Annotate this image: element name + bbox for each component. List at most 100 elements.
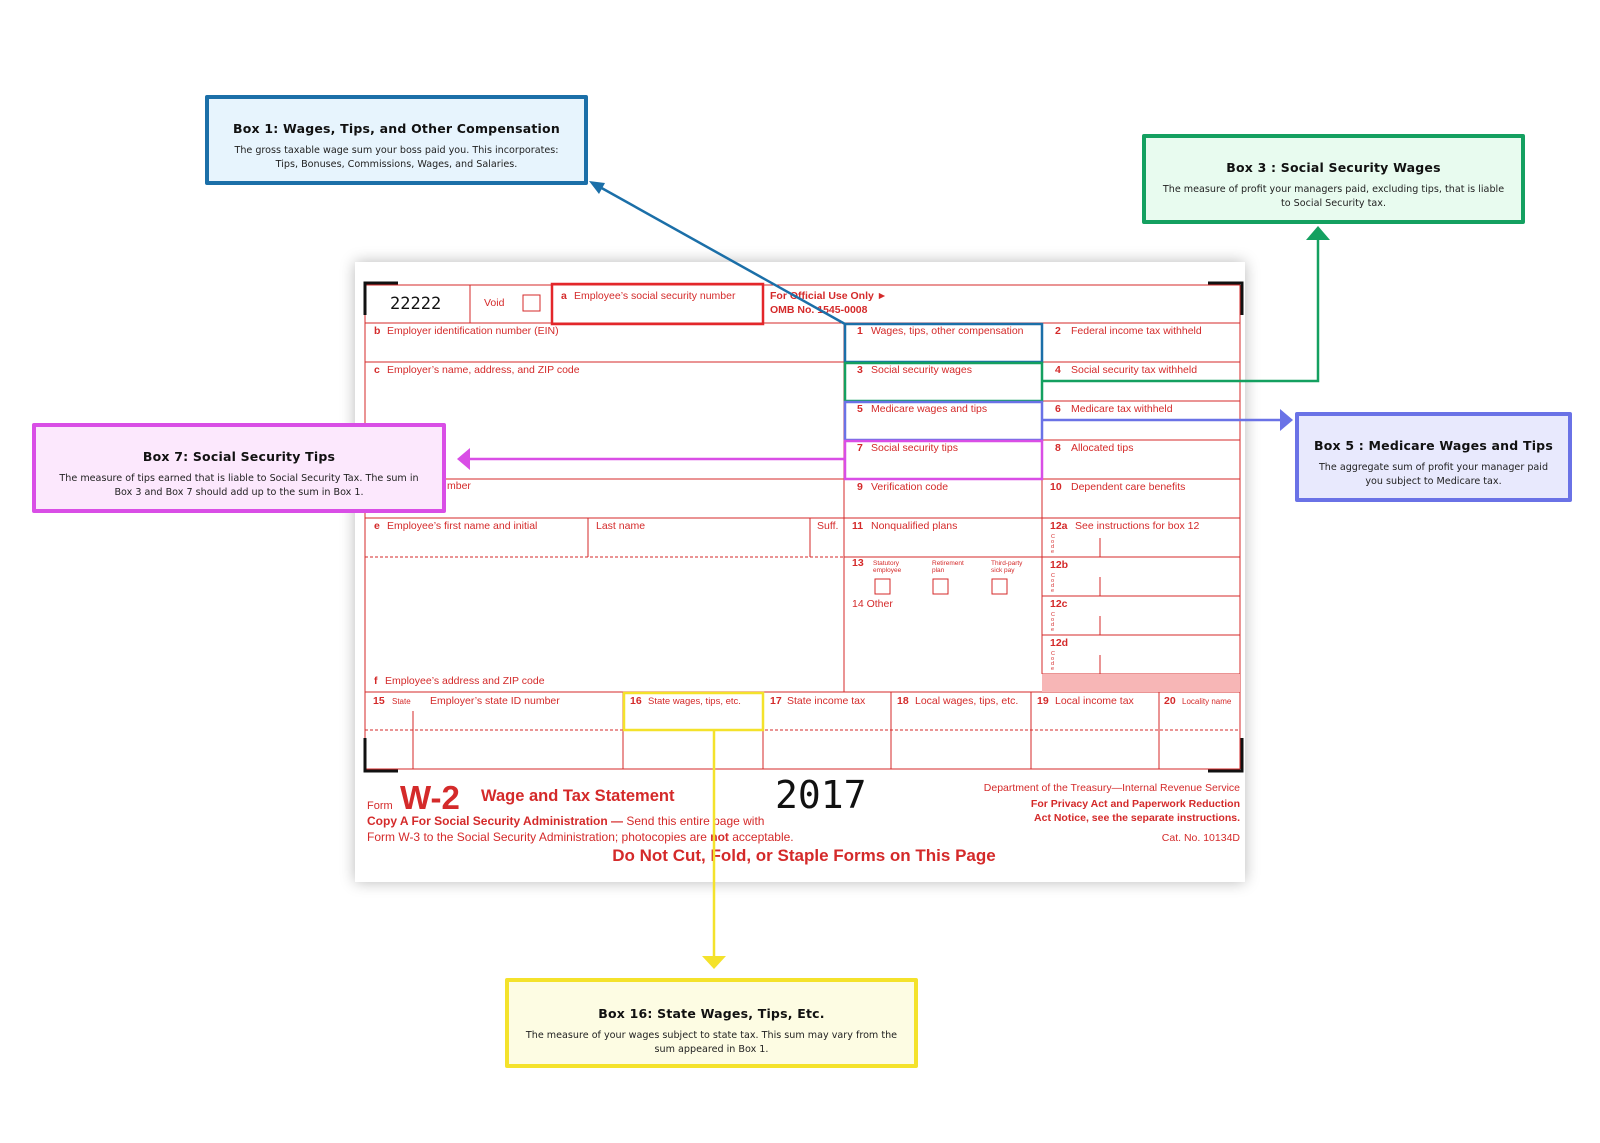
privacy-notice-2: Act Notice, see the separate instruction… <box>1034 812 1240 824</box>
svg-text:d: d <box>1051 622 1054 628</box>
svg-text:e: e <box>1051 666 1054 672</box>
box16-highlight <box>622 691 765 732</box>
callout-box7-desc: The measure of tips earned that is liabl… <box>59 473 419 498</box>
box3-label: Social security wages <box>871 364 972 376</box>
box7-label: Social security tips <box>871 442 958 454</box>
box9-label: Verification code <box>871 481 948 493</box>
box13-statutory-2: employee <box>873 567 902 574</box>
box-e-label: Employee’s first name and initial <box>387 520 537 532</box>
box13-statutory-1: Statutory <box>873 560 900 567</box>
void-label: Void <box>484 297 505 309</box>
corner-marks <box>363 281 1244 773</box>
svg-text:C: C <box>1051 534 1055 540</box>
box4-label: Social security tax withheld <box>1071 364 1197 376</box>
box7-arrowhead <box>457 448 470 470</box>
callout-box16-title: Box 16: State Wages, Tips, Etc. <box>598 1006 825 1021</box>
box15-state: State <box>392 697 411 706</box>
box15-number: 15 <box>373 695 385 707</box>
box10-label: Dependent care benefits <box>1071 481 1185 493</box>
box12b-number: 12b <box>1050 559 1068 571</box>
callout-box1-title: Box 1: Wages, Tips, and Other Compensati… <box>233 121 560 136</box>
callout-box5: Box 5 : Medicare Wages and Tips The aggr… <box>1295 412 1572 502</box>
w2-form-sheet <box>355 262 1245 882</box>
copy-a-line1: Copy A For Social Security Administratio… <box>367 814 764 828</box>
callout-box3: Box 3 : Social Security Wages The measur… <box>1142 134 1525 224</box>
void-checkbox[interactable] <box>522 294 541 312</box>
box-b-label: Employer identification number (EIN) <box>387 325 559 337</box>
box20-number: 20 <box>1164 695 1176 707</box>
box4-number: 4 <box>1055 364 1061 376</box>
box-e-letter: e <box>374 520 380 532</box>
box18-number: 18 <box>897 695 909 707</box>
form-word: Form <box>367 800 393 812</box>
suffix-label: Suff. <box>817 520 838 532</box>
copy-a-line2: Form W-3 to the Social Security Administ… <box>367 830 794 844</box>
box10-number: 10 <box>1050 481 1062 493</box>
box16-arrowhead <box>702 956 726 969</box>
box13-retirement-2: plan <box>932 567 945 574</box>
retirement-checkbox[interactable] <box>932 578 949 595</box>
shaded-cell <box>1042 674 1240 692</box>
box12c-number: 12c <box>1050 598 1068 610</box>
callout-box16: Box 16: State Wages, Tips, Etc. The meas… <box>505 978 918 1068</box>
box13-thirdparty-2: sick pay <box>991 567 1015 574</box>
box1-connector <box>597 184 846 326</box>
box19-label: Local income tax <box>1055 695 1135 707</box>
box12a-number: 12a <box>1050 520 1068 532</box>
svg-text:e: e <box>1051 549 1054 555</box>
box17-number: 17 <box>770 695 782 707</box>
box13-retirement-1: Retirement <box>932 560 964 567</box>
svg-text:o: o <box>1051 656 1054 662</box>
box6-label: Medicare tax withheld <box>1071 403 1173 415</box>
privacy-notice-1: For Privacy Act and Paperwork Reduction <box>1031 798 1240 810</box>
box11-number: 11 <box>852 520 863 532</box>
thirdparty-checkbox[interactable] <box>991 578 1008 595</box>
box1-arrowhead <box>589 181 605 194</box>
box12a-label: See instructions for box 12 <box>1075 520 1199 532</box>
do-not-cut-notice: Do Not Cut, Fold, or Staple Forms on Thi… <box>612 846 995 865</box>
box1-number: 1 <box>857 325 863 337</box>
box-f-label: Employee’s address and ZIP code <box>385 675 545 687</box>
catalog-number: Cat. No. 10134D <box>1162 832 1241 844</box>
box19-number: 19 <box>1037 695 1049 707</box>
box16-label: State wages, tips, etc. <box>648 696 741 707</box>
last-name-label: Last name <box>596 520 645 532</box>
tax-year: 2017 <box>775 773 867 817</box>
svg-text:e: e <box>1051 588 1054 594</box>
statutory-checkbox[interactable] <box>874 578 891 595</box>
box-d-partial: mber <box>447 480 471 492</box>
box18-label: Local wages, tips, etc. <box>915 695 1018 707</box>
treasury-dept: Department of the Treasury—Internal Reve… <box>984 782 1240 794</box>
box2-label: Federal income tax withheld <box>1071 325 1202 337</box>
svg-text:d: d <box>1051 661 1054 667</box>
box12d-number: 12d <box>1050 637 1068 649</box>
box8-number: 8 <box>1055 442 1061 454</box>
box5-number: 5 <box>857 403 863 415</box>
svg-text:e: e <box>1051 627 1054 633</box>
callout-box16-desc: The measure of your wages subject to sta… <box>525 1030 898 1055</box>
box9-number: 9 <box>857 481 863 493</box>
svg-text:C: C <box>1051 612 1055 618</box>
box1-label: Wages, tips, other compensation <box>871 325 1024 337</box>
box7-number: 7 <box>857 442 863 454</box>
box3-arrowhead <box>1306 226 1330 240</box>
svg-text:C: C <box>1051 573 1055 579</box>
box14-label: 14 Other <box>852 598 893 610</box>
box13-thirdparty-1: Third-party <box>991 560 1023 567</box>
box8-label: Allocated tips <box>1071 442 1133 454</box>
box-a-letter: a <box>561 290 567 302</box>
svg-text:d: d <box>1051 583 1054 589</box>
box17-label: State income tax <box>787 695 866 707</box>
svg-text:o: o <box>1051 539 1054 545</box>
box-f-letter: f <box>374 675 378 687</box>
box-b-letter: b <box>374 325 380 337</box>
box5-arrowhead <box>1280 409 1293 431</box>
box16-number: 16 <box>630 695 642 707</box>
svg-text:d: d <box>1051 544 1054 550</box>
box13-number: 13 <box>852 557 864 569</box>
box3-connector <box>1042 238 1320 383</box>
box-a-label: Employee’s social security number <box>574 290 736 302</box>
callout-box5-title: Box 5 : Medicare Wages and Tips <box>1314 438 1553 453</box>
